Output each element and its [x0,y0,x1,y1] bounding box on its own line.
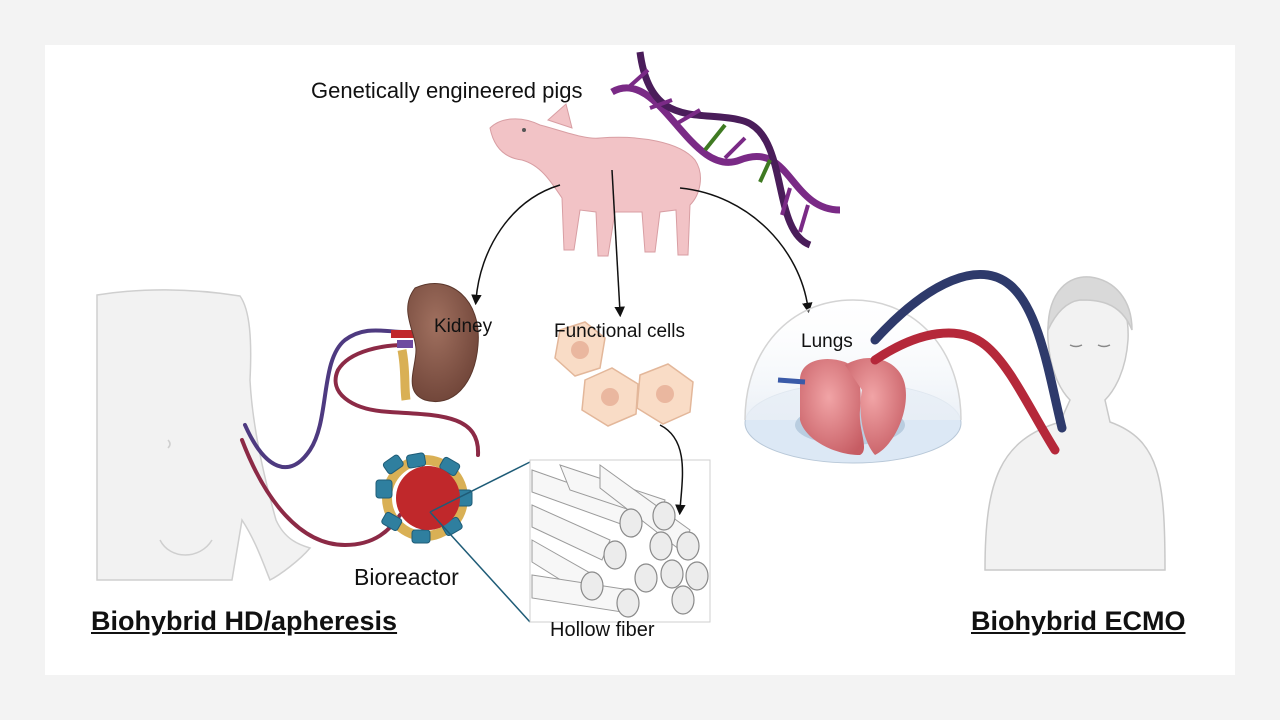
connector-line-top [429,461,531,513]
human-head-shoulders [984,276,1166,571]
pig-branch-arrows [471,169,813,318]
figure-canvas: Genetically engineered pigs Kidney Funct… [45,45,1235,675]
label-bioreactor: Bioreactor [354,564,459,590]
ecmo-tubes [870,269,1067,455]
label-genetically-engineered-pigs: Genetically engineered pigs [311,78,583,103]
dna-helix-icon [610,51,841,249]
connector-line-bottom [429,511,531,623]
label-lungs: Lungs [801,331,853,352]
label-functional-cells: Functional cells [554,321,685,342]
cells-illustration [554,321,694,427]
kidney-illustration [391,283,479,402]
blood-tubes-left [240,328,481,548]
title-biohybrid-ecmo: Biohybrid ECMO [971,606,1186,636]
label-kidney: Kidney [434,316,493,337]
label-hollow-fiber: Hollow fiber [550,619,655,641]
lungs-illustration [744,299,962,464]
bioreactor-icon [375,452,473,544]
diagram-artwork [96,51,1166,623]
pig-illustration [489,103,701,257]
cells-to-fiber-arrow [659,424,686,516]
title-biohybrid-hd-apheresis: Biohybrid HD/apheresis [91,606,398,636]
human-body-outline [96,289,312,582]
hollow-fiber-illustration [529,459,711,623]
